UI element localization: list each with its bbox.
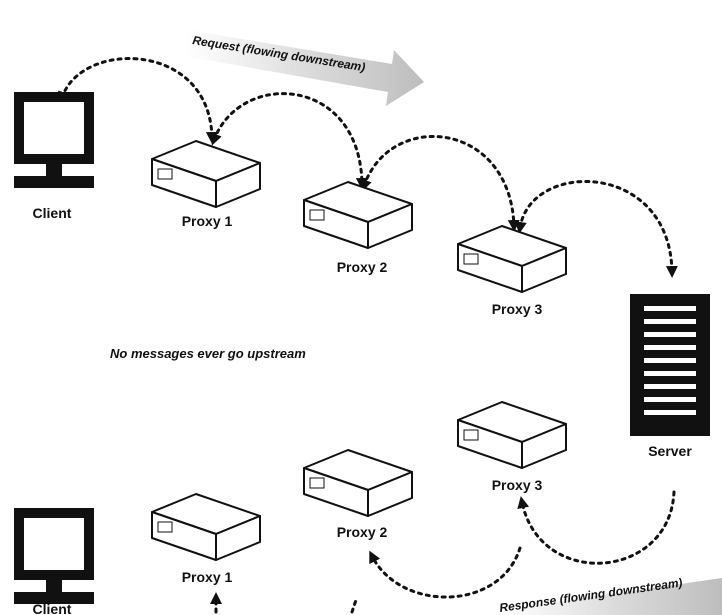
request-flow-arrow: Request (flowing downstream) — [184, 30, 424, 106]
server-label: Server — [648, 443, 692, 459]
proxy1-box-icon — [151, 140, 261, 208]
request-path-arcs — [58, 57, 678, 278]
proxy1-label-bottom: Proxy 1 — [182, 569, 233, 585]
server-tower-icon — [630, 294, 710, 436]
proxy2-label-top: Proxy 2 — [337, 259, 388, 275]
response-path-arcs — [210, 490, 676, 614]
response-arc-proxy3-proxy2 — [369, 546, 522, 599]
client-computer-icon — [14, 508, 94, 604]
response-flow-arrow: Response (flowing downstream) — [498, 575, 722, 615]
response-arc-proxy2-proxy1 — [350, 598, 358, 614]
request-arc-client-proxy1 — [58, 57, 218, 144]
upstream-note: No messages ever go upstream — [110, 346, 306, 361]
proxy3-box-icon — [457, 225, 567, 293]
proxy3-label-top: Proxy 3 — [492, 301, 543, 317]
client-label-bottom: Client — [33, 601, 72, 615]
proxy3-label-bottom: Proxy 3 — [492, 477, 543, 493]
client-computer-icon — [14, 92, 94, 188]
proxy2-box-icon — [303, 181, 413, 249]
proxy1-box-icon — [151, 493, 261, 561]
response-arc-server-proxy3 — [517, 490, 676, 565]
proxy2-box-icon — [303, 449, 413, 517]
request-arc-proxy2-proxy3 — [360, 135, 520, 232]
proxy1-label-top: Proxy 1 — [182, 213, 233, 229]
client-label-top: Client — [33, 205, 72, 221]
proxy2-label-bottom: Proxy 2 — [337, 524, 388, 540]
proxy3-box-icon — [457, 401, 567, 469]
request-arc-proxy3-server — [514, 179, 678, 278]
request-arc-proxy1-proxy2 — [210, 92, 368, 190]
